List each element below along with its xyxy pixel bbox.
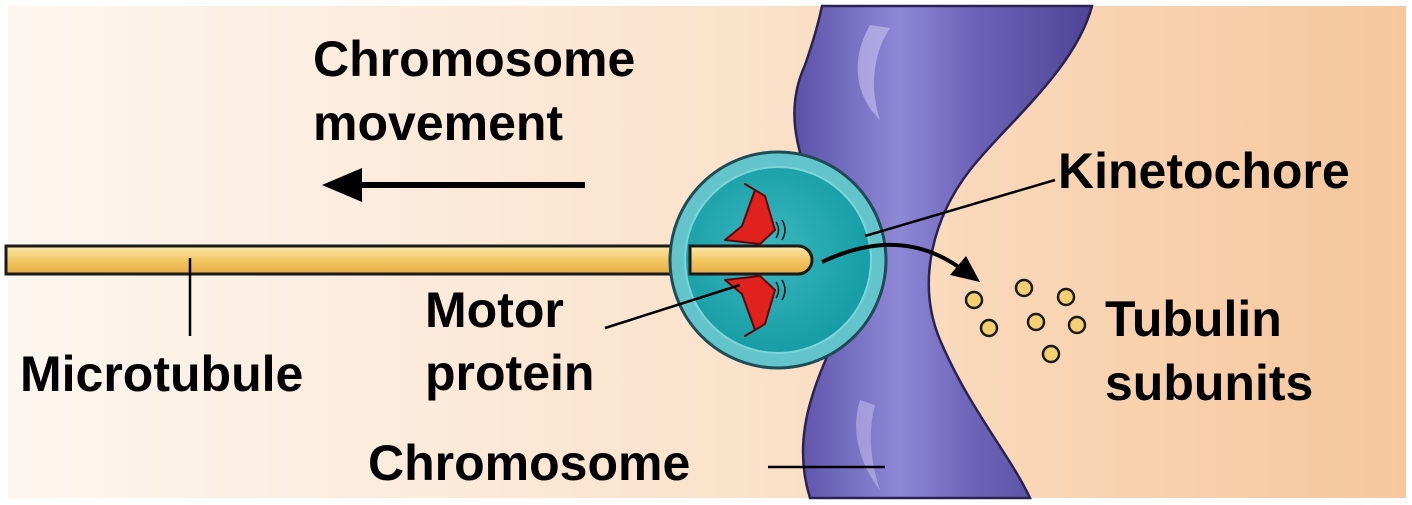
label-motor-protein-2: protein	[425, 345, 594, 401]
label-chromosome-movement-1: Chromosome	[313, 31, 635, 87]
label-microtubule: Microtubule	[20, 346, 303, 402]
label-kinetochore: Kinetochore	[1058, 143, 1350, 199]
label-tubulin-subunits-1: Tubulin	[1105, 291, 1282, 347]
microtubule-end	[690, 246, 812, 274]
label-tubulin-subunits-2: subunits	[1105, 355, 1313, 411]
label-motor-protein-1: Motor	[425, 282, 564, 338]
label-chromosome-movement-2: movement	[313, 95, 563, 151]
label-chromosome: Chromosome	[368, 435, 690, 491]
